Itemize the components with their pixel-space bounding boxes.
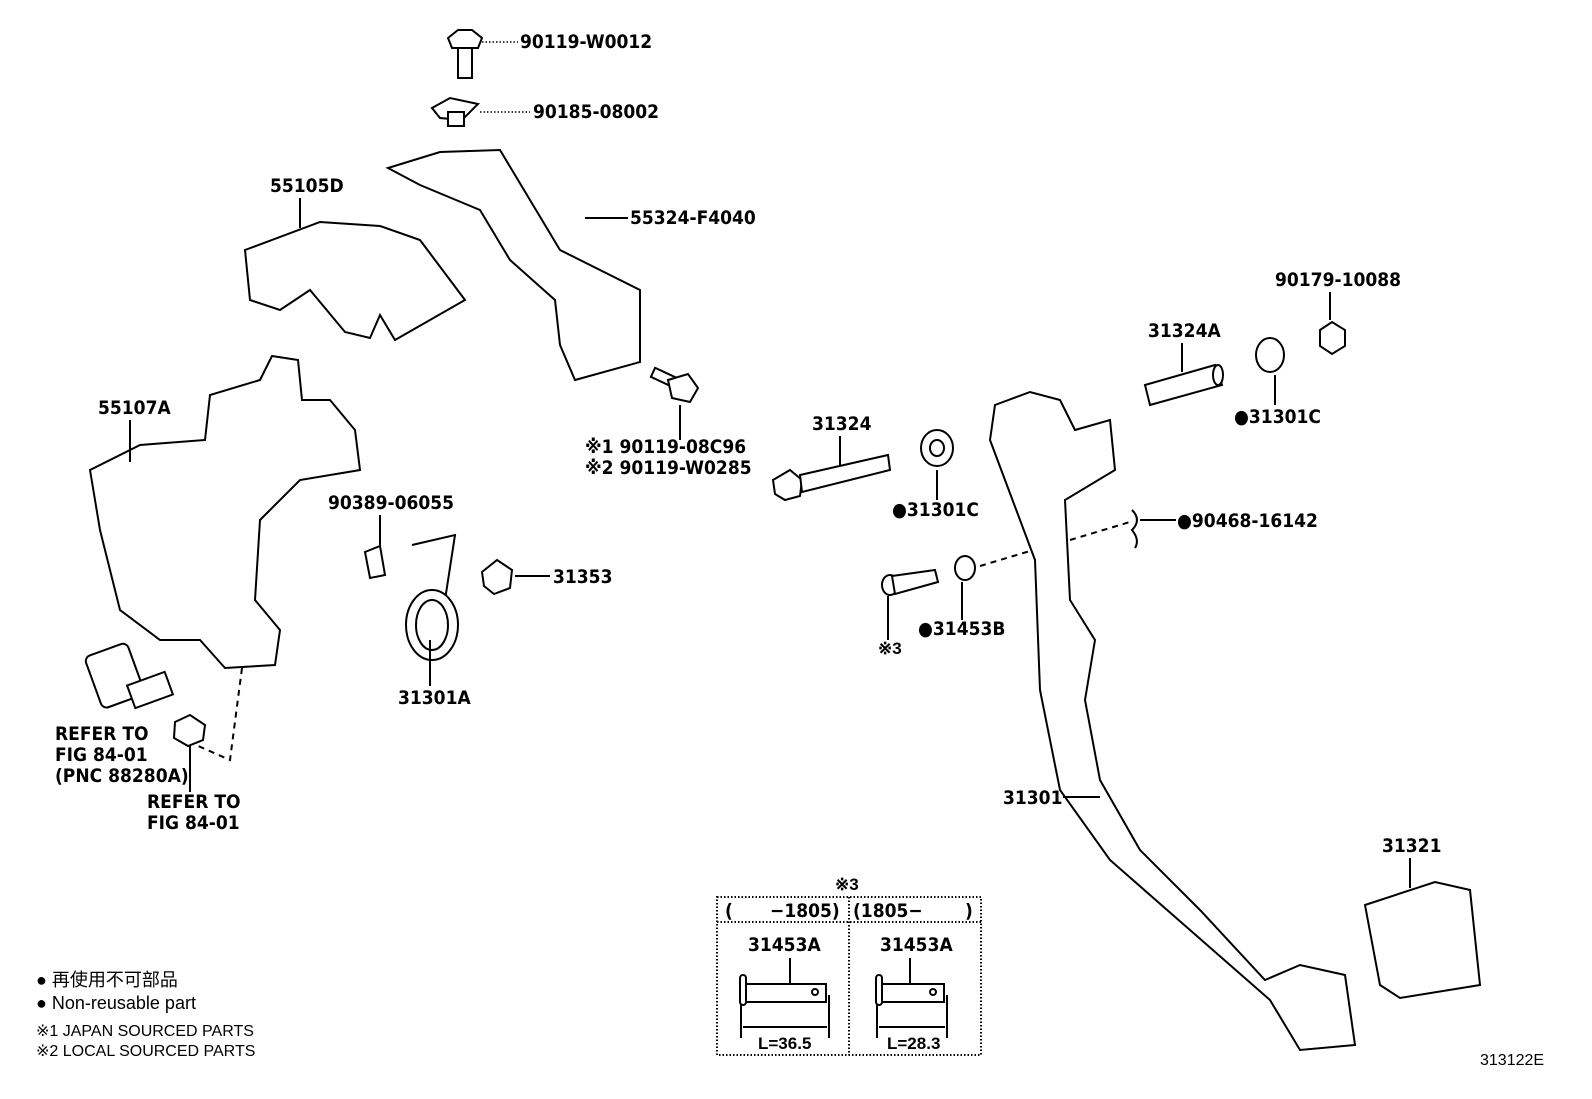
label-90119-W0285[interactable]: ※2 90119-W0285 (585, 457, 752, 479)
bushing-31301C-upper-drawing (1255, 337, 1285, 373)
nut-90179-10088-drawing (1319, 320, 1346, 356)
cushion-31353-drawing (480, 558, 514, 596)
pin-drawing (881, 568, 940, 596)
pin-long-drawing (739, 958, 830, 1038)
switch-ref-line-1: REFER TO (55, 723, 149, 745)
bushing-31301C-lower-drawing (920, 429, 954, 467)
label-90185-08002[interactable]: 90185-08002 (533, 101, 659, 123)
bushing-31453B-drawing (954, 555, 976, 581)
label-55324-F4040[interactable]: 55324-F4040 (630, 207, 756, 229)
label-31301[interactable]: 31301 (1003, 787, 1062, 809)
bushing-90389-06055-drawing (363, 544, 387, 580)
col2-length: L=28.3 (887, 1034, 940, 1053)
nut-drawing (172, 713, 207, 748)
label-31321[interactable]: 31321 (1382, 835, 1441, 857)
clip-nut-90185-08002-drawing (430, 96, 481, 127)
label-55105D[interactable]: 55105D (270, 175, 344, 197)
pedal-arm-31301-drawing (988, 390, 1357, 1052)
bracket-55107A-drawing (88, 354, 362, 670)
label-90179-10088[interactable]: 90179-10088 (1275, 269, 1401, 291)
col2-header-open: (1805− (853, 900, 923, 922)
collar-31324A-drawing (1143, 363, 1224, 407)
bolt-31324-drawing (771, 453, 892, 502)
col1-part[interactable]: 31453A (748, 934, 821, 956)
label-note3: ※3 (878, 639, 902, 658)
legend-japan-sourced: ※1 JAPAN SOURCED PARTS (36, 1023, 254, 1040)
label-31301C-upper[interactable]: ●31301C (1234, 406, 1321, 428)
col2-part[interactable]: 31453A (880, 934, 953, 956)
col1-length: L=36.5 (758, 1034, 811, 1053)
switch-drawing (84, 642, 175, 710)
label-31324A[interactable]: 31324A (1148, 320, 1221, 342)
col1-header-range: −1805) (770, 900, 840, 922)
legend-non-reusable-jp: ● 再使用不可部品 (36, 970, 178, 990)
variant-table: ※3 ( −1805) (1805− ) 31453A 31453A L=36.… (716, 875, 982, 1056)
leader-lines (129, 41, 1411, 888)
nut-ref-line-2[interactable]: FIG 84-01 (147, 812, 240, 834)
label-55107A[interactable]: 55107A (98, 397, 171, 419)
label-90468-16142[interactable]: ●90468-16142 (1177, 510, 1318, 532)
cover-55105D-drawing (243, 220, 467, 342)
legend-local-sourced: ※2 LOCAL SOURCED PARTS (36, 1043, 255, 1060)
legend-non-reusable: ● Non-reusable part (36, 993, 196, 1013)
nut-ref-line-1: REFER TO (147, 791, 241, 813)
bracket-55324-F4040-drawing (385, 148, 641, 382)
label-90119-08C96[interactable]: ※1 90119-08C96 (585, 436, 746, 458)
switch-ref-line-2[interactable]: FIG 84-01 (55, 744, 148, 766)
label-31453B[interactable]: ●31453B (918, 618, 1005, 640)
legend: ● 再使用不可部品 ● Non-reusable part ※1 JAPAN S… (36, 970, 255, 1060)
clip-90468-16142-drawing (1130, 509, 1138, 549)
label-31301A[interactable]: 31301A (398, 687, 471, 709)
switch-ref-line-3: (PNC 88280A) (55, 765, 189, 787)
pedal-pad-31321-drawing (1363, 880, 1482, 1000)
spring-31301A-drawing (405, 533, 459, 661)
diagram-code: 313122E (1480, 1052, 1544, 1069)
label-31301C-lower[interactable]: ●31301C (892, 499, 979, 521)
label-90119-W0012[interactable]: 90119-W0012 (520, 31, 652, 53)
bolt-90119-W0012-drawing (446, 29, 484, 79)
variant-table-title: ※3 (835, 875, 859, 894)
col2-header-range: ) (965, 900, 973, 922)
label-31324[interactable]: 31324 (812, 413, 872, 435)
pin-short-drawing (875, 958, 948, 1038)
bolt-90119-08C96-drawing (649, 366, 700, 404)
col1-header-open: ( (725, 900, 733, 922)
label-90389-06055[interactable]: 90389-06055 (328, 492, 454, 514)
label-31353[interactable]: 31353 (553, 566, 612, 588)
